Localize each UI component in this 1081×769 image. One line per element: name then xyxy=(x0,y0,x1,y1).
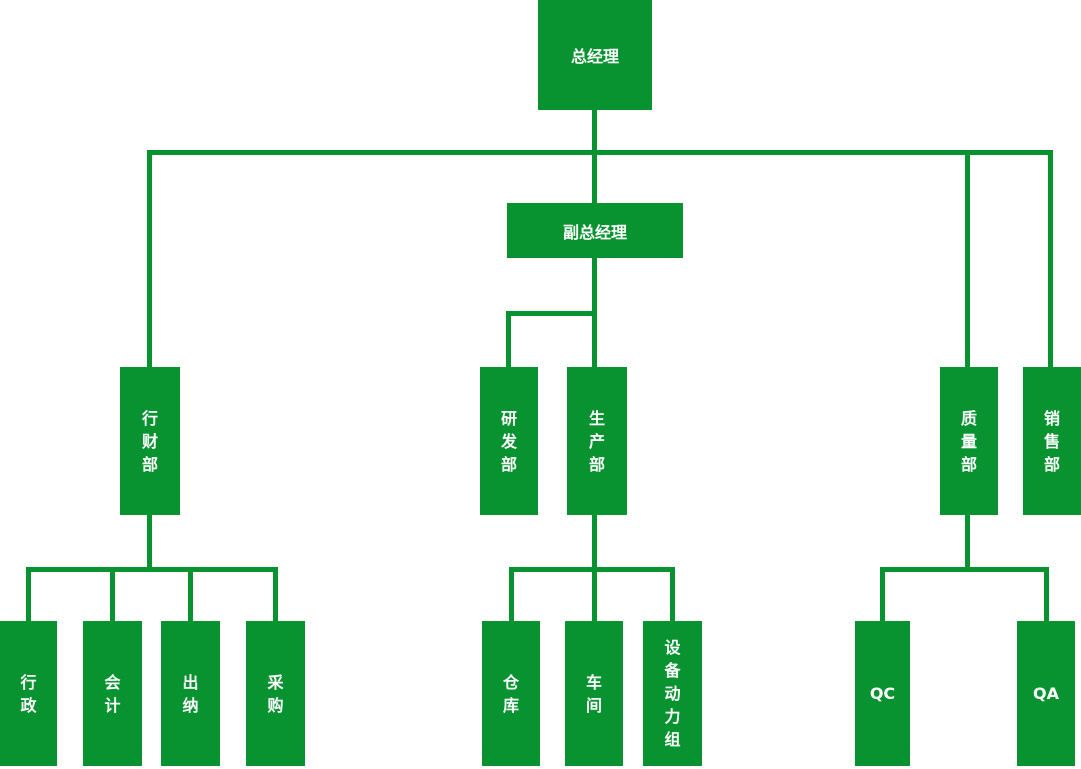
org-node-label: 采购 xyxy=(267,672,284,715)
connector-admin-finance-bus xyxy=(26,567,278,572)
org-node-admin-finance-dept: 行财部 xyxy=(120,367,180,515)
org-node-label: 研发部 xyxy=(500,408,517,474)
org-node-label: 行财部 xyxy=(141,408,158,474)
connector-production-down xyxy=(592,515,597,572)
connector-drop-accounting xyxy=(110,567,115,621)
connector-drop-cashier xyxy=(188,567,193,621)
connector-drop-purchasing xyxy=(273,567,278,621)
org-node-sales-dept: 销售部 xyxy=(1023,367,1081,515)
org-node-cashier: 出纳 xyxy=(161,621,220,766)
org-node-label: 生产部 xyxy=(588,408,605,474)
org-node-qa: QA xyxy=(1017,621,1075,766)
org-node-general-manager: 总经理 xyxy=(538,0,652,110)
org-node-label: 设备动力组 xyxy=(664,638,681,749)
connector-bus-to-sales xyxy=(1048,150,1053,367)
org-node-qc: QC xyxy=(855,621,910,766)
org-node-label: 仓库 xyxy=(502,672,519,715)
org-node-label: 出纳 xyxy=(182,672,199,715)
org-node-label: QA xyxy=(1033,684,1059,703)
connector-quality-down xyxy=(965,515,970,572)
connector-drop-qc xyxy=(880,567,885,621)
org-node-label: 车间 xyxy=(585,672,602,715)
connector-drop-equipment-power xyxy=(670,567,675,621)
connector-drop-workshop xyxy=(592,567,597,621)
connector-drop-qa xyxy=(1044,567,1049,621)
connector-bus-to-quality xyxy=(965,150,970,367)
connector-quality-bus xyxy=(880,567,1049,572)
org-node-production-dept: 生产部 xyxy=(567,367,627,515)
connector-elbow-to-rnd xyxy=(506,311,511,367)
org-node-warehouse: 仓库 xyxy=(482,621,540,766)
org-node-label: QC xyxy=(869,684,896,703)
org-node-label: 行政 xyxy=(20,672,37,715)
org-node-label: 副总经理 xyxy=(562,222,627,242)
connector-gm-to-dgm xyxy=(592,110,597,203)
org-node-equipment-power-group: 设备动力组 xyxy=(643,621,702,766)
connector-dgm-elbow xyxy=(507,311,597,316)
org-node-workshop: 车间 xyxy=(565,621,623,766)
connector-drop-warehouse xyxy=(509,567,514,621)
connector-bus-to-admin-finance xyxy=(147,150,152,367)
org-node-quality-dept: 质量部 xyxy=(940,367,998,515)
connector-admin-finance-down xyxy=(147,515,152,572)
org-node-accounting: 会计 xyxy=(83,621,142,766)
org-node-deputy-general-manager: 副总经理 xyxy=(507,203,683,258)
org-node-label: 总经理 xyxy=(570,47,619,66)
org-node-purchasing: 采购 xyxy=(246,621,305,766)
org-node-rnd-dept: 研发部 xyxy=(480,367,538,515)
org-node-label: 质量部 xyxy=(960,408,977,474)
org-node-label: 会计 xyxy=(104,672,121,715)
org-node-administration: 行政 xyxy=(0,621,57,766)
connector-drop-administration xyxy=(26,567,31,621)
org-node-label: 销售部 xyxy=(1043,408,1060,474)
connector-main-bus xyxy=(148,150,1053,155)
